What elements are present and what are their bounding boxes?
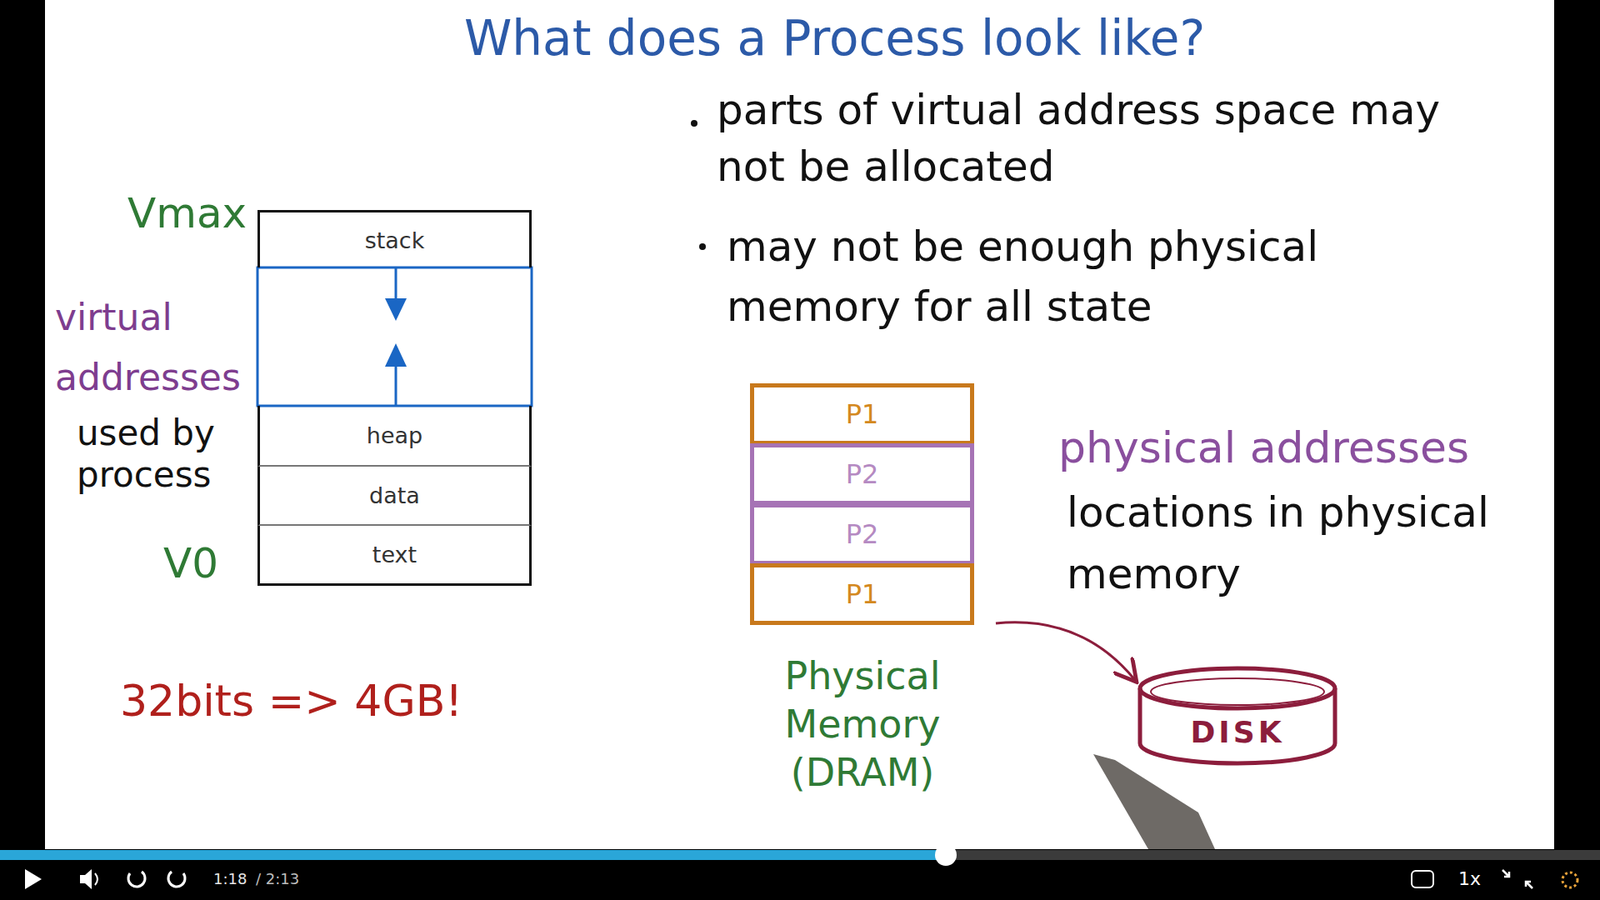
memory-frame: P2	[750, 443, 975, 505]
logo-icon	[1562, 872, 1578, 888]
node-text: heap	[366, 422, 423, 449]
node-text: P2	[845, 518, 880, 550]
heap-segment: heap	[257, 405, 532, 467]
progress-track	[0, 850, 1600, 860]
region-label: used by process	[76, 412, 244, 496]
time-total: / 2:13	[255, 869, 331, 890]
memory-frame: P1	[750, 563, 975, 625]
pen	[1093, 754, 1215, 850]
node-text: P2	[845, 458, 880, 490]
free-region	[257, 267, 532, 406]
address-label: V0	[163, 538, 247, 589]
volume-wave	[95, 873, 98, 885]
text-segment: text	[257, 525, 532, 586]
data-segment: data	[257, 466, 532, 526]
memory-frame: P1	[750, 383, 975, 445]
disk: DISK	[1135, 663, 1340, 767]
term-label: physical addresses	[1058, 420, 1542, 475]
fullscreen-icon	[1502, 870, 1533, 889]
progress-knob	[935, 844, 957, 866]
definition: locations in physical memory	[1066, 481, 1534, 605]
node-text: stack	[365, 227, 425, 254]
progress-fill	[0, 850, 946, 860]
player-bar	[0, 849, 1600, 900]
heap-growth-head	[385, 343, 407, 367]
rewind-icon	[128, 871, 145, 887]
bullet-text: parts of virtual address space may not b…	[716, 81, 1467, 195]
bullet-dot	[690, 120, 698, 127]
node-text: Physical Memory (DRAM)	[729, 651, 996, 797]
stack-segment: stack	[257, 210, 532, 268]
bullet-text: may not be enough physical memory for al…	[726, 216, 1477, 337]
forward-icon	[168, 871, 185, 887]
speed-label: 1x	[1458, 867, 1492, 891]
heap-growth-line	[395, 365, 398, 406]
captions-icon	[1411, 870, 1434, 888]
node-text: P1	[845, 398, 880, 430]
swap-arrow	[995, 622, 1135, 680]
stack-growth-line	[395, 267, 398, 302]
node-text: data	[369, 482, 420, 509]
note: 32bits => 4GB!	[120, 675, 587, 727]
bullet-dot	[699, 243, 706, 250]
node-text: DISK	[1135, 715, 1340, 750]
region-label: virtual addresses	[55, 287, 255, 408]
node-text: text	[372, 541, 417, 568]
physical-memory: Physical Memory (DRAM)P1P2P2P1	[729, 383, 996, 802]
volume-icon	[80, 869, 92, 890]
slide-title: What does a Process look like?	[464, 10, 1205, 67]
play-icon	[25, 869, 42, 890]
stack-growth-head	[385, 298, 407, 321]
address-label: Vmax	[127, 188, 261, 239]
memory-frame: P2	[750, 503, 975, 565]
node-text: P1	[845, 578, 880, 610]
